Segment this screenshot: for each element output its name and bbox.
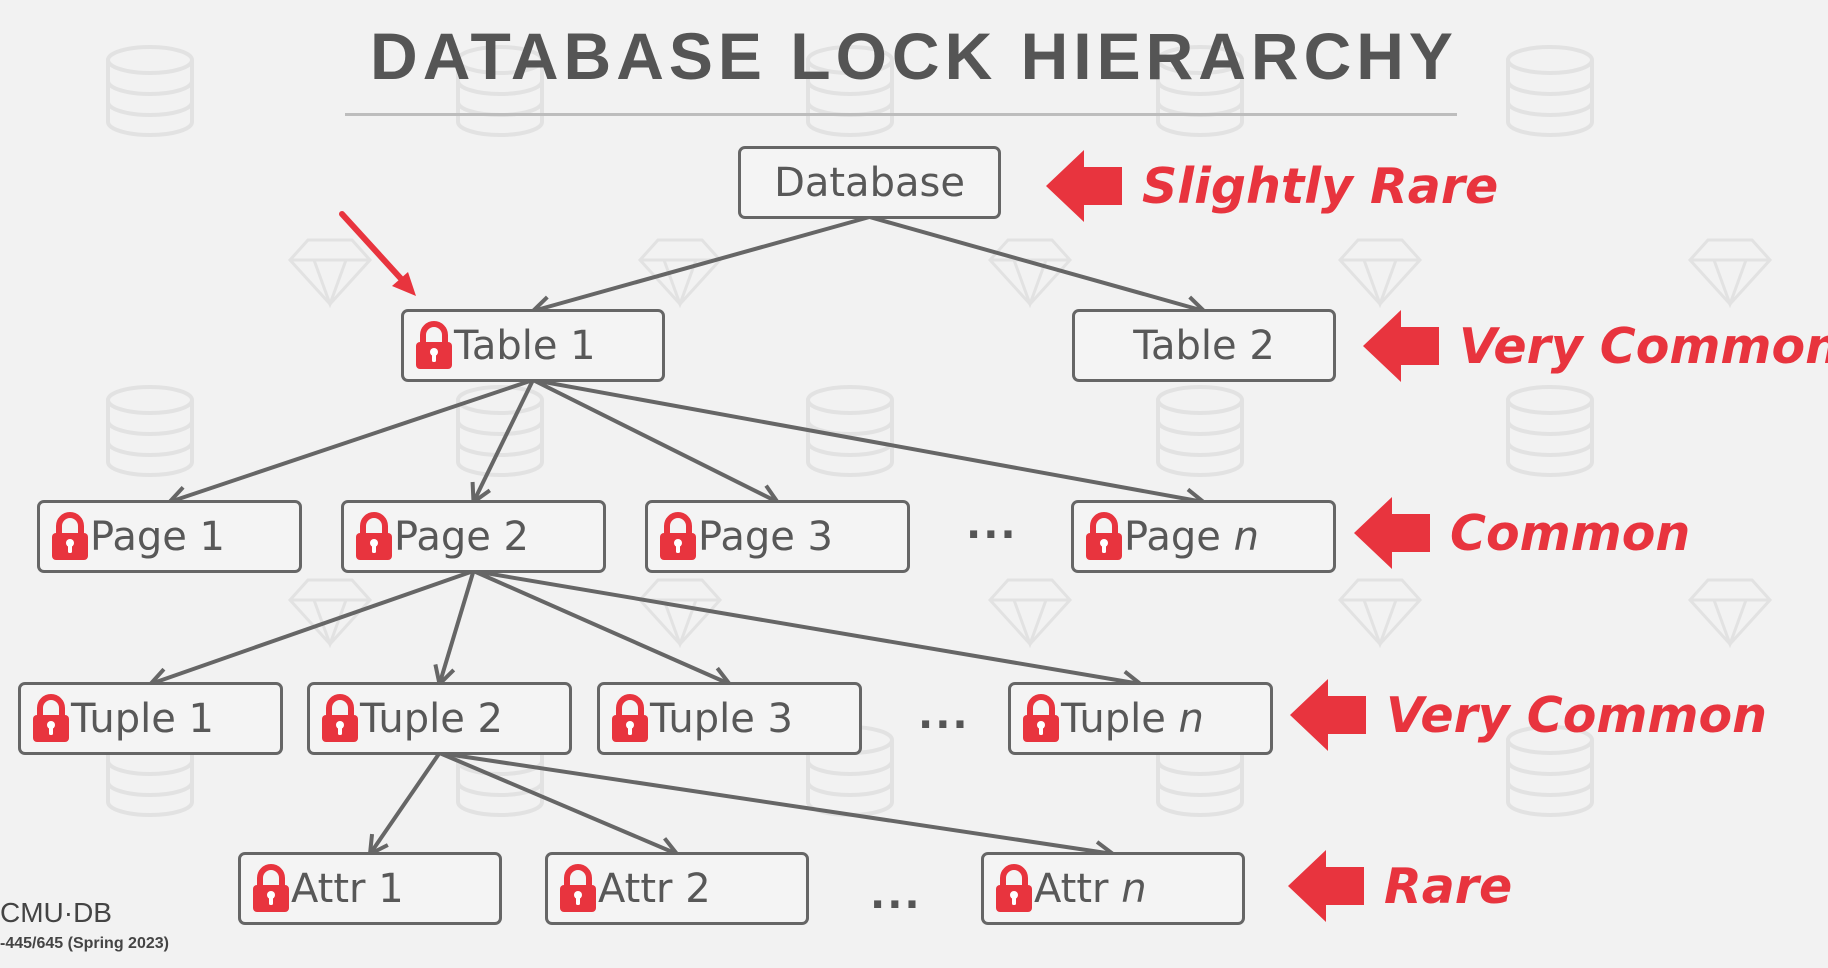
background-gem-icon xyxy=(1337,238,1423,309)
lock-icon xyxy=(356,511,392,560)
edge-page2-tuplen xyxy=(473,569,1141,686)
node-tuple-2: Tuple 2 xyxy=(307,682,572,755)
node-database: Database xyxy=(738,146,1001,219)
node-attr2-label: Attr 2 xyxy=(598,865,711,912)
edge-table1-page3 xyxy=(532,378,779,504)
node-attr-n: Attr n xyxy=(981,852,1245,925)
node-page-3: Page 3 xyxy=(645,500,910,573)
edge-group xyxy=(146,215,1209,863)
node-page-2: Page 2 xyxy=(341,500,606,573)
node-table-1: Table 1 xyxy=(401,309,665,382)
node-tuple-n: Tuple n xyxy=(1008,682,1273,755)
edge-database-table2 xyxy=(868,215,1205,313)
frequency-database: Slightly Rare xyxy=(1046,150,1498,222)
node-tuple3-label: Tuple 3 xyxy=(650,695,793,742)
left-arrow-icon xyxy=(1290,679,1366,751)
node-table-2-label: Table 2 xyxy=(1133,322,1275,369)
edge-tuple2-attrn xyxy=(439,751,1114,856)
background-database-icon xyxy=(1506,385,1594,477)
node-page-1: Page 1 xyxy=(37,500,302,573)
ellipsis-attrs: ... xyxy=(870,872,922,918)
node-page-n: Page n xyxy=(1071,500,1336,573)
node-table1-label: Table 1 xyxy=(454,322,596,369)
frequency-database-label: Slightly Rare xyxy=(1142,157,1499,215)
left-arrow-icon xyxy=(1354,497,1430,569)
background-gem-icon xyxy=(987,238,1073,309)
lock-icon xyxy=(560,863,596,912)
background-gem-icon xyxy=(287,238,373,309)
left-arrow-icon xyxy=(1288,850,1364,922)
background-gem-icon xyxy=(987,578,1073,649)
page-title: DATABASE LOCK HIERARCHY xyxy=(370,19,1458,93)
left-arrow-icon xyxy=(1363,310,1439,382)
node-attr1-label: Attr 1 xyxy=(291,865,404,912)
node-tuple-1: Tuple 1 xyxy=(18,682,283,755)
cmu-db-logo: CMU·DB xyxy=(0,897,112,928)
edge-page2-tuple1 xyxy=(149,569,475,686)
ellipsis-pages: ... xyxy=(966,502,1018,548)
edge-table1-page1 xyxy=(168,378,534,504)
node-table-2: Table 2 xyxy=(1072,309,1336,382)
lock-icon xyxy=(52,511,88,560)
edge-database-table1 xyxy=(532,215,871,313)
node-attr-1: Attr 1 xyxy=(238,852,502,925)
background-database-icon xyxy=(1506,45,1594,137)
edge-table1-pagen xyxy=(532,378,1204,504)
frequency-page: Common xyxy=(1354,497,1690,569)
ellipsis-tuples: ... xyxy=(918,692,970,738)
lock-icon xyxy=(1023,693,1059,742)
background-database-icon xyxy=(456,385,544,477)
pointer-arrow-head xyxy=(392,272,416,296)
frequency-page-label: Common xyxy=(1450,504,1691,562)
frequency-tuple-label: Very Common xyxy=(1386,686,1768,744)
node-tuplen-label: Tuple n xyxy=(1061,695,1204,742)
frequency-table-label: Very Common xyxy=(1459,317,1828,375)
edge-page2-tuple3 xyxy=(472,569,731,686)
frequency-attr: Rare xyxy=(1288,850,1512,922)
node-page3-label: Page 3 xyxy=(698,513,833,560)
node-tuple-3: Tuple 3 xyxy=(597,682,862,755)
left-arrow-icon xyxy=(1046,150,1122,222)
node-attrn-variable: n xyxy=(1121,865,1147,912)
node-tuple2-label: Tuple 2 xyxy=(360,695,503,742)
lock-icon xyxy=(660,511,696,560)
pointer-arrow xyxy=(339,211,407,285)
node-attrn-label: Attr n xyxy=(1034,865,1147,912)
node-attr-2: Attr 2 xyxy=(545,852,809,925)
lock-icon xyxy=(1086,511,1122,560)
lock-icon xyxy=(416,320,452,369)
node-tuple1-label: Tuple 1 xyxy=(71,695,214,742)
frequency-tuple: Very Common xyxy=(1290,679,1767,751)
background-database-icon xyxy=(1156,385,1244,477)
frequency-attr-label: Rare xyxy=(1384,857,1513,915)
background-database-icon xyxy=(106,385,194,477)
node-pagen-variable: n xyxy=(1233,513,1259,560)
background-database-icon xyxy=(106,45,194,137)
background-gem-icon xyxy=(287,578,373,649)
background-database-icon xyxy=(806,385,894,477)
edge-tuple2-attr2 xyxy=(438,751,678,856)
node-tuplen-variable: n xyxy=(1178,695,1204,742)
lock-icon xyxy=(322,693,358,742)
lock-icon xyxy=(612,693,648,742)
title-underline xyxy=(345,113,1457,116)
background-gem-icon xyxy=(1337,578,1423,649)
lock-icon xyxy=(253,863,289,912)
edge-page2-tuple2 xyxy=(437,570,476,685)
node-page2-label: Page 2 xyxy=(394,513,529,560)
background-database-icon xyxy=(456,45,544,137)
node-pagen-label: Page n xyxy=(1124,513,1259,560)
lock-icon xyxy=(996,863,1032,912)
course-label: -445/645 (Spring 2023) xyxy=(0,935,169,952)
lock-icon xyxy=(33,693,69,742)
background-gem-icon xyxy=(1687,578,1773,649)
frequency-table: Very Common xyxy=(1363,310,1828,382)
edge-table1-page2 xyxy=(471,379,535,503)
edge-tuple2-attr1 xyxy=(368,751,442,856)
node-database-label: Database xyxy=(774,159,965,206)
node-page1-label: Page 1 xyxy=(90,513,225,560)
background-database-icon xyxy=(1506,725,1594,817)
background-gem-icon xyxy=(1687,238,1773,309)
